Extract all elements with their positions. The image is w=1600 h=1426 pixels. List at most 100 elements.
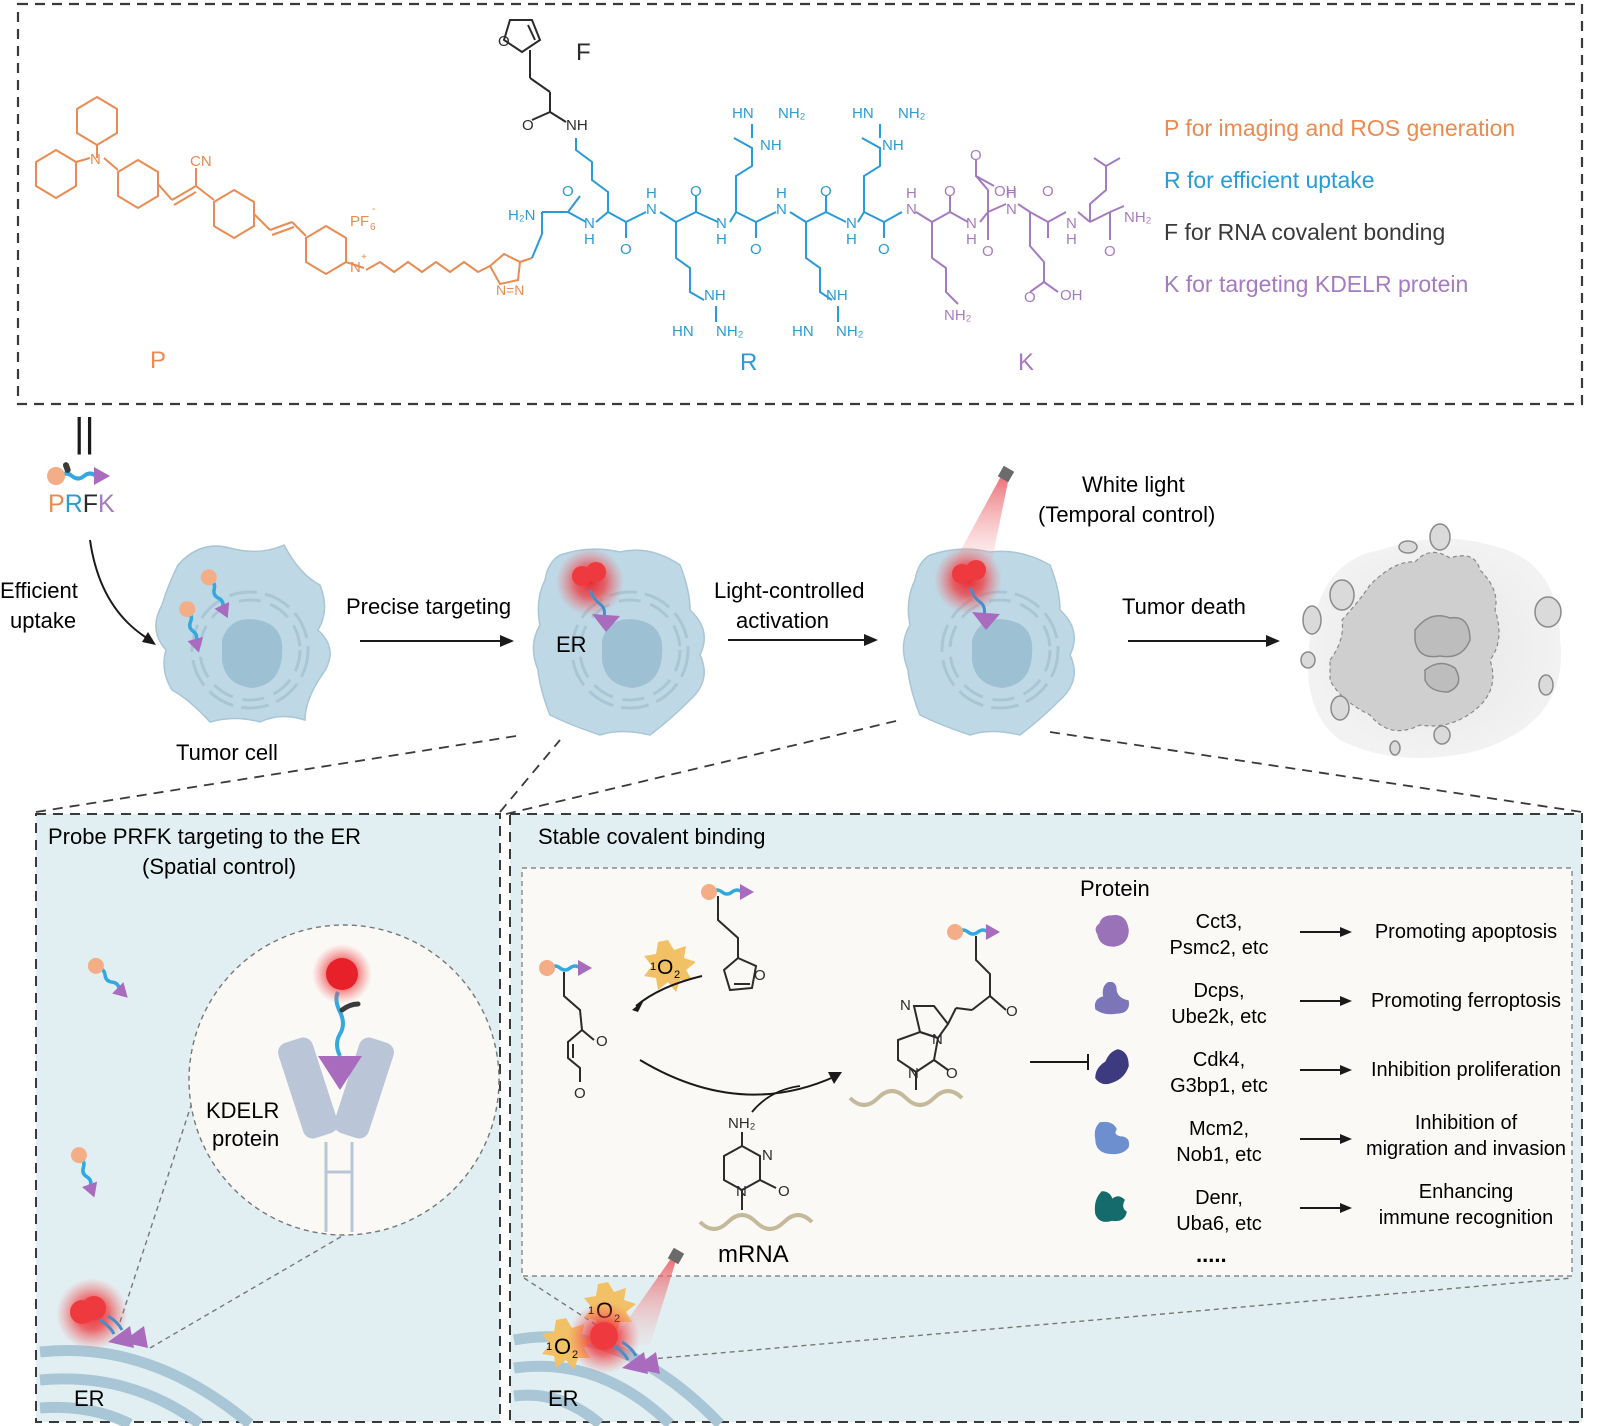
bound-probes-er-left — [56, 1278, 148, 1350]
protein-effect: immune recognition — [1379, 1207, 1554, 1229]
chem-o-amide: O — [522, 117, 534, 134]
uptake-arrowhead — [142, 632, 156, 645]
chem-n: N — [966, 215, 977, 232]
protein-effect: migration and invasion — [1366, 1138, 1566, 1160]
chem-o-furan: O — [498, 33, 510, 50]
p-fragment-structure — [35, 95, 533, 286]
fragment-legend: P for imaging and ROS generation R for e… — [1164, 115, 1515, 297]
fragment-label-f: F — [576, 39, 591, 66]
legend-item-r: R for efficient uptake — [1164, 167, 1375, 193]
chem-n-adduct-1: N — [900, 997, 911, 1014]
protein-name: Dcps, — [1193, 980, 1244, 1002]
keto-aldehyde-structure — [563, 972, 595, 1082]
tumor-cell-3 — [902, 465, 1075, 736]
chem-o: O — [878, 241, 890, 258]
chem-hn: HN — [792, 323, 814, 340]
protein-name: Ube2k, etc — [1171, 1006, 1267, 1028]
mrna-strand-1 — [698, 1213, 814, 1231]
chem-o: O — [1024, 289, 1036, 306]
svg-text:1: 1 — [546, 1341, 552, 1353]
efficient-uptake-label-1: Efficient — [0, 578, 78, 603]
svg-text:O: O — [657, 956, 673, 979]
chem-nh2: NH₂ — [944, 307, 972, 324]
chem-hn: HN — [852, 105, 874, 122]
probe-letter-p: P — [48, 490, 65, 518]
effect-arrowhead — [1340, 1134, 1352, 1144]
chem-nh2: NH₂ — [778, 105, 806, 122]
reaction-inset — [521, 867, 1573, 1277]
effect-arrowhead — [1340, 996, 1352, 1006]
chem-h: H — [966, 231, 977, 248]
chem-n: N — [716, 215, 727, 232]
chem-nh: NH — [704, 287, 726, 304]
protein-name: Uba6, etc — [1176, 1213, 1262, 1235]
left-panel-border — [35, 813, 501, 1423]
fragment-label-k: K — [1018, 349, 1034, 376]
protein-name: Mcm2, — [1189, 1118, 1249, 1140]
protein-effect: Inhibition proliferation — [1371, 1059, 1561, 1081]
effect-arrowhead — [1340, 1065, 1352, 1075]
zoom-connector-lines — [35, 719, 1583, 815]
protein-name: G3bp1, etc — [1170, 1075, 1268, 1097]
oxidation-arrow — [635, 975, 703, 1007]
probe-name-label: PRFK — [48, 490, 115, 518]
protein-name: Cdk4, — [1193, 1049, 1245, 1071]
protein-row: Dcps, Ube2k, etc Promoting ferroptosis — [1094, 980, 1561, 1028]
chem-n: N — [846, 215, 857, 232]
effect-arrowhead — [1340, 1203, 1352, 1213]
right-panel-title: Stable covalent binding — [538, 824, 766, 849]
chem-oh: OH — [994, 183, 1017, 200]
light-source-icon-right — [667, 1247, 685, 1265]
conjugation-arrow — [639, 1059, 837, 1096]
chem-n: N — [1066, 215, 1077, 232]
kdelr-label-1: KDELR — [206, 1098, 279, 1123]
f-fragment-structure — [502, 19, 567, 123]
tumor-death-label: Tumor death — [1122, 594, 1246, 619]
chem-o-adduct-2: O — [946, 1065, 958, 1082]
svg-text:1: 1 — [650, 961, 656, 973]
protein-name: Cct3, — [1196, 911, 1243, 933]
legend-item-f: F for RNA covalent bonding — [1164, 219, 1445, 245]
protein-effect: Promoting ferroptosis — [1371, 990, 1561, 1012]
chem-nh: NH — [760, 137, 782, 154]
chem-nh: NH — [826, 287, 848, 304]
protein-name: Psmc2, etc — [1170, 937, 1269, 959]
protein-name: Nob1, etc — [1176, 1144, 1262, 1166]
probe-letter-r: R — [65, 490, 83, 518]
chem-triazole-nn: N=N — [496, 282, 524, 298]
chem-h: H — [1006, 185, 1017, 202]
chem-h: H — [776, 185, 787, 202]
tumor-cell-2 — [532, 548, 705, 736]
er-membrane-left — [39, 1345, 254, 1426]
fragment-label-p: P — [150, 347, 166, 374]
efficient-uptake-label-2: uptake — [10, 608, 76, 633]
structure-panel-border — [16, 2, 1584, 406]
cytosine-structure — [723, 1132, 777, 1210]
light-source-icon — [997, 465, 1015, 483]
protein-blob-icon — [1094, 1191, 1127, 1222]
chem-o-furan-2: O — [754, 967, 766, 984]
chem-n: N — [906, 201, 917, 218]
chem-o: O — [944, 183, 956, 200]
uptake-arrow — [89, 539, 151, 641]
chem-n-cytosine-2: N — [736, 1183, 747, 1200]
white-light-label: White light — [1082, 472, 1185, 497]
chem-nh2: NH₂ — [1124, 209, 1152, 226]
chem-o: O — [562, 183, 574, 200]
chem-oh: OH — [1060, 287, 1083, 304]
chem-nh2-cytosine: NH₂ — [728, 1115, 756, 1132]
er-label-left: ER — [74, 1386, 105, 1411]
protein-header: Protein — [1080, 876, 1150, 901]
precise-targeting-arrowhead — [500, 635, 514, 647]
rna-adduct-structure — [897, 936, 1007, 1090]
fragment-label-r: R — [740, 349, 757, 376]
chem-nh2: NH₂ — [716, 323, 744, 340]
precise-targeting-label: Precise targeting — [346, 594, 511, 619]
kdelr-receptor-icon — [278, 944, 394, 1232]
er-label-cell2: ER — [556, 632, 587, 657]
protein-blob-icon — [1094, 1121, 1130, 1155]
k-fragment-structure — [915, 157, 1125, 305]
chem-n: N — [646, 201, 657, 218]
